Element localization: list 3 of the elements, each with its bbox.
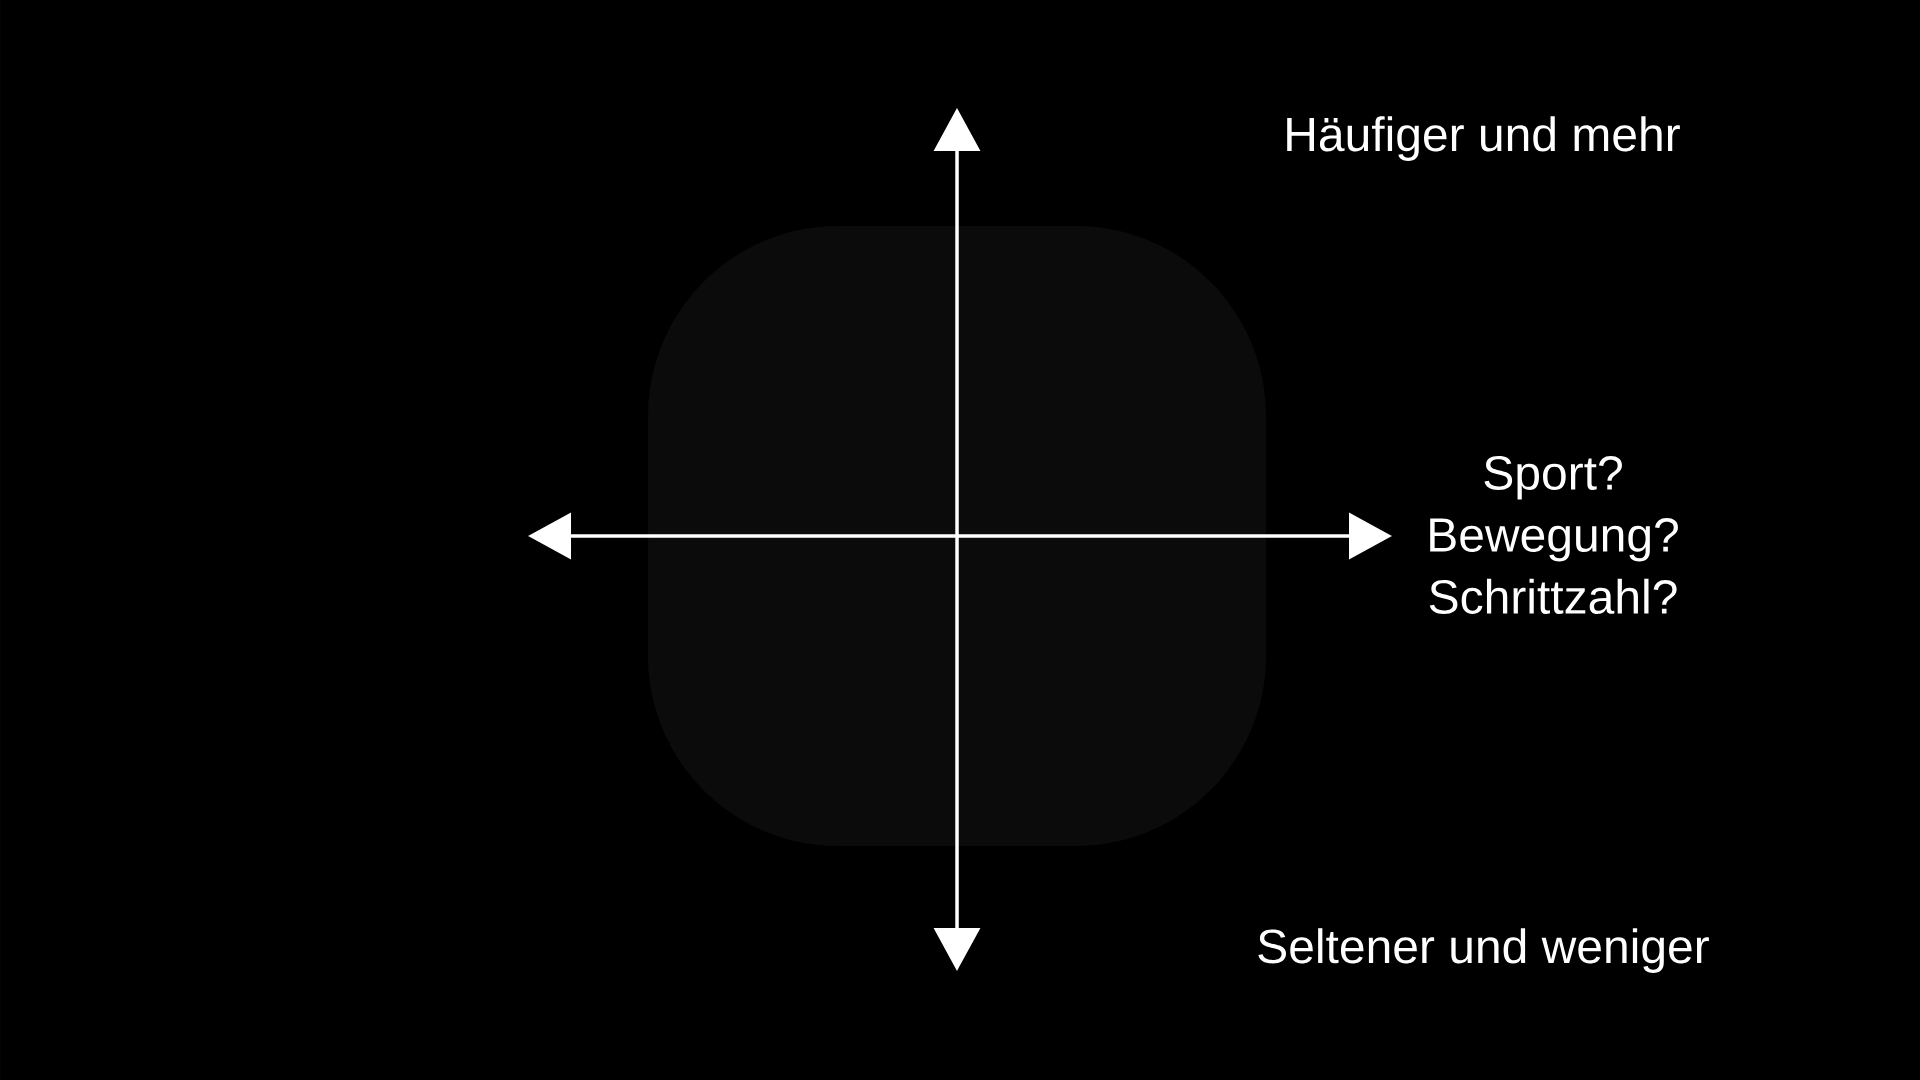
axis-label: Seltener und weniger <box>1258 928 1709 973</box>
axis-label: Häufiger und mehr <box>1287 116 1680 161</box>
axis-label: Sport? Bewegung? Schrittzahl? <box>1429 456 1678 614</box>
